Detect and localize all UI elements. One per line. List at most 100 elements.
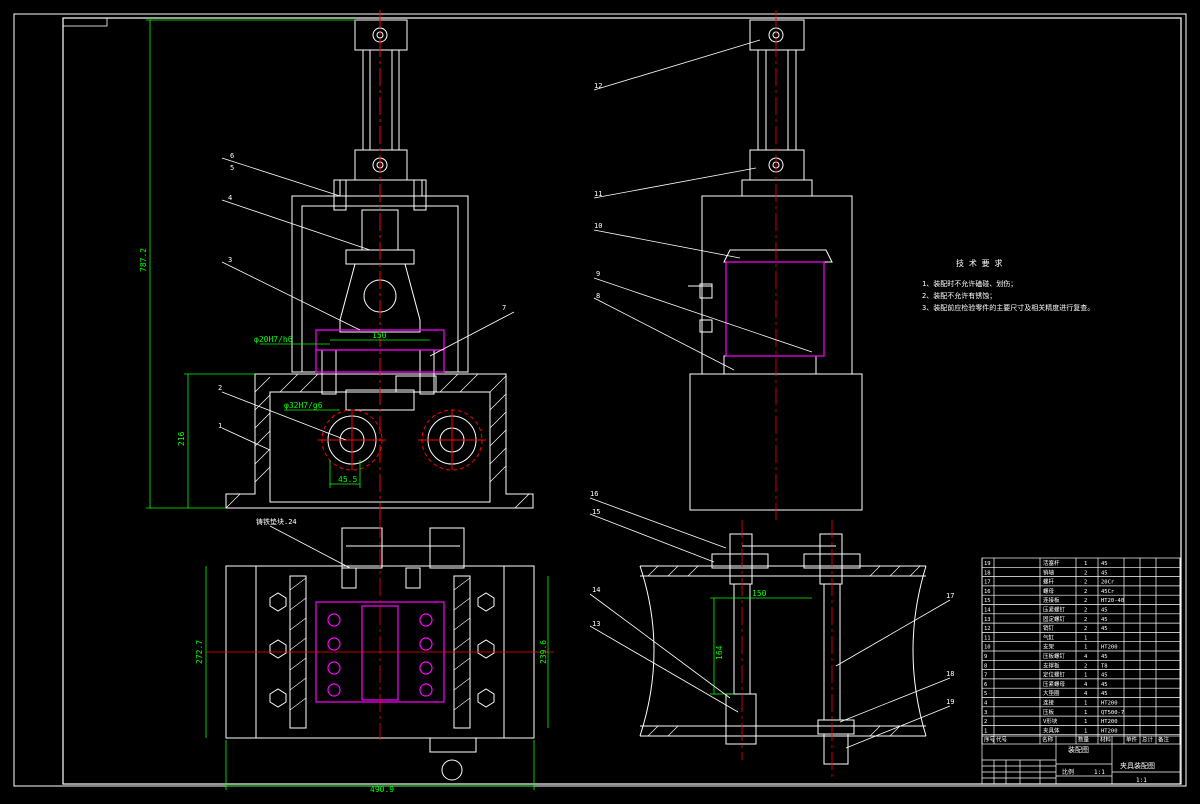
plan-dim-text: 272.7 239.6 490.9 bbox=[195, 640, 548, 794]
bom-cell: 压紧螺母 bbox=[1043, 680, 1066, 688]
bom-cell: 4 bbox=[1084, 691, 1088, 697]
bom-header-cell: 材料 bbox=[1100, 736, 1112, 744]
green-dim-text-left: 787.2 216 φ20H7/h6 φ32H7/g6 150 45.5 bbox=[139, 248, 387, 484]
bom-cell: 支架 bbox=[1043, 643, 1055, 651]
title-drawing-name: 装配图 bbox=[1068, 745, 1089, 754]
bom-cell: 1 bbox=[1084, 635, 1087, 641]
dim-plan-width: 490.9 bbox=[370, 785, 394, 794]
bom-cell: 45 bbox=[1101, 561, 1108, 567]
top-left-tag bbox=[62, 17, 108, 27]
bom-cell: 2 bbox=[1084, 589, 1087, 595]
bom-cell: 45 bbox=[1101, 682, 1108, 688]
callout-11: 11 bbox=[594, 190, 602, 198]
bom-cell: 7 bbox=[984, 673, 987, 679]
bom-header-cell: 备注 bbox=[1158, 736, 1170, 744]
callout-12: 12 bbox=[594, 82, 602, 90]
bom-cell: 销轴 bbox=[1043, 568, 1055, 576]
title-block bbox=[981, 735, 1181, 785]
bom-cell: 连接板 bbox=[1043, 596, 1060, 604]
callouts-right-text: 12 11 10 9 8 16 15 14 13 17 18 19 bbox=[590, 82, 954, 706]
bom-cell: 支撑板 bbox=[1043, 661, 1060, 669]
callout-15: 15 bbox=[592, 508, 600, 516]
bom-cell: 20Cr bbox=[1101, 580, 1115, 586]
callouts-left-lines bbox=[221, 157, 515, 451]
bom-cell: 1 bbox=[1084, 701, 1087, 707]
plan-note-leader bbox=[269, 525, 351, 569]
dim-offset: 45.5 bbox=[338, 475, 357, 484]
bom-cell: HT200 bbox=[1101, 719, 1118, 725]
tech-req-line-3: 3、装配前应检验零件的主要尺寸及相关精度进行复查。 bbox=[922, 303, 1094, 312]
callout-17: 17 bbox=[946, 592, 954, 600]
dim-bottom-span: 150 bbox=[752, 589, 767, 598]
callout-14: 14 bbox=[592, 586, 600, 594]
callouts-right-lines bbox=[589, 39, 951, 749]
bom-cell: 2 bbox=[1084, 608, 1087, 614]
bom-cell: 2 bbox=[1084, 663, 1087, 669]
dim-base-height: 216 bbox=[177, 431, 186, 446]
bom-cell: QT500-7 bbox=[1101, 710, 1124, 716]
callout-5: 5 bbox=[230, 164, 234, 172]
plan-hatch bbox=[289, 577, 471, 711]
bom-header-cell: 名称 bbox=[1042, 736, 1054, 744]
right-side-view bbox=[639, 19, 927, 765]
bom-cell: 1 bbox=[1084, 728, 1087, 734]
bom-cell: 大垫圈 bbox=[1043, 689, 1060, 697]
bom-cell: 2 bbox=[984, 719, 987, 725]
title-scale-label: 比例 bbox=[1062, 768, 1074, 776]
plan-dims bbox=[205, 566, 549, 790]
bom-header-cell: 代号 bbox=[996, 736, 1008, 744]
bom-cell: 2 bbox=[1084, 598, 1087, 604]
bom-cell: 9 bbox=[984, 654, 987, 660]
bom-cell: 销钉 bbox=[1043, 624, 1055, 632]
bom-header-cell: 总计 bbox=[1142, 736, 1154, 744]
bom-cell: 固定螺钉 bbox=[1043, 615, 1066, 623]
bom-cell: 8 bbox=[984, 663, 987, 669]
right-dims bbox=[710, 597, 812, 695]
callout-18: 18 bbox=[946, 670, 954, 678]
dim-center-span: 150 bbox=[372, 331, 387, 340]
bom-cell: 1 bbox=[984, 728, 987, 734]
dim-overall-height: 787.2 bbox=[139, 248, 148, 272]
bom-cell: 夹具体 bbox=[1043, 726, 1060, 734]
bom-cell: 4 bbox=[984, 701, 988, 707]
bom-table bbox=[981, 557, 1181, 745]
bom-cell: 2 bbox=[1084, 626, 1087, 632]
bom-cell: 螺母 bbox=[1043, 587, 1055, 595]
bom-cell: 13 bbox=[984, 617, 991, 623]
right-dim-text: 150 164 bbox=[715, 589, 767, 660]
bom-cell: 活塞杆 bbox=[1043, 559, 1060, 567]
bom-header-cell: 序号 bbox=[984, 736, 996, 744]
bom-cell: 2 bbox=[1084, 570, 1087, 576]
bom-cell: 气缸 bbox=[1043, 633, 1055, 641]
right-workpiece bbox=[725, 261, 825, 357]
bom-cell: 压板螺钉 bbox=[1043, 652, 1066, 660]
bom-cell: HT200 bbox=[1101, 645, 1118, 651]
bom-cell: 5 bbox=[984, 691, 987, 697]
tech-req-title: 技 术 要 求 bbox=[956, 258, 1002, 268]
bom-cell: 连接 bbox=[1043, 699, 1055, 707]
callout-13: 13 bbox=[592, 620, 600, 628]
bom-cell: 1 bbox=[1084, 710, 1087, 716]
bom-cell: 45 bbox=[1101, 654, 1108, 660]
bom-cell: HT200 bbox=[1101, 701, 1118, 707]
dim-plan-inner: 239.6 bbox=[539, 640, 548, 664]
bom-cell: 6 bbox=[984, 682, 987, 688]
callout-2: 2 bbox=[218, 384, 222, 392]
callout-7: 7 bbox=[502, 304, 506, 312]
bom-cell: 1 bbox=[1084, 673, 1087, 679]
bom-cell: HT200 bbox=[1101, 728, 1118, 734]
bom-cell: 45 bbox=[1101, 570, 1108, 576]
callout-8: 8 bbox=[596, 292, 600, 300]
bom-cell: 16 bbox=[984, 589, 991, 595]
workpiece-left bbox=[315, 329, 445, 373]
title-org: 夹具装配图 bbox=[1120, 761, 1155, 770]
title-ratio: 1:1 bbox=[1094, 769, 1105, 776]
callout-3: 3 bbox=[228, 256, 232, 264]
bom-header-cell: 数量 bbox=[1078, 736, 1090, 744]
outer-frame bbox=[13, 13, 1187, 787]
dim-plan-height: 272.7 bbox=[195, 640, 204, 664]
bom-cell: 压板 bbox=[1043, 708, 1055, 716]
callout-1: 1 bbox=[218, 422, 222, 430]
bom-cell: 压紧螺钉 bbox=[1043, 606, 1066, 614]
